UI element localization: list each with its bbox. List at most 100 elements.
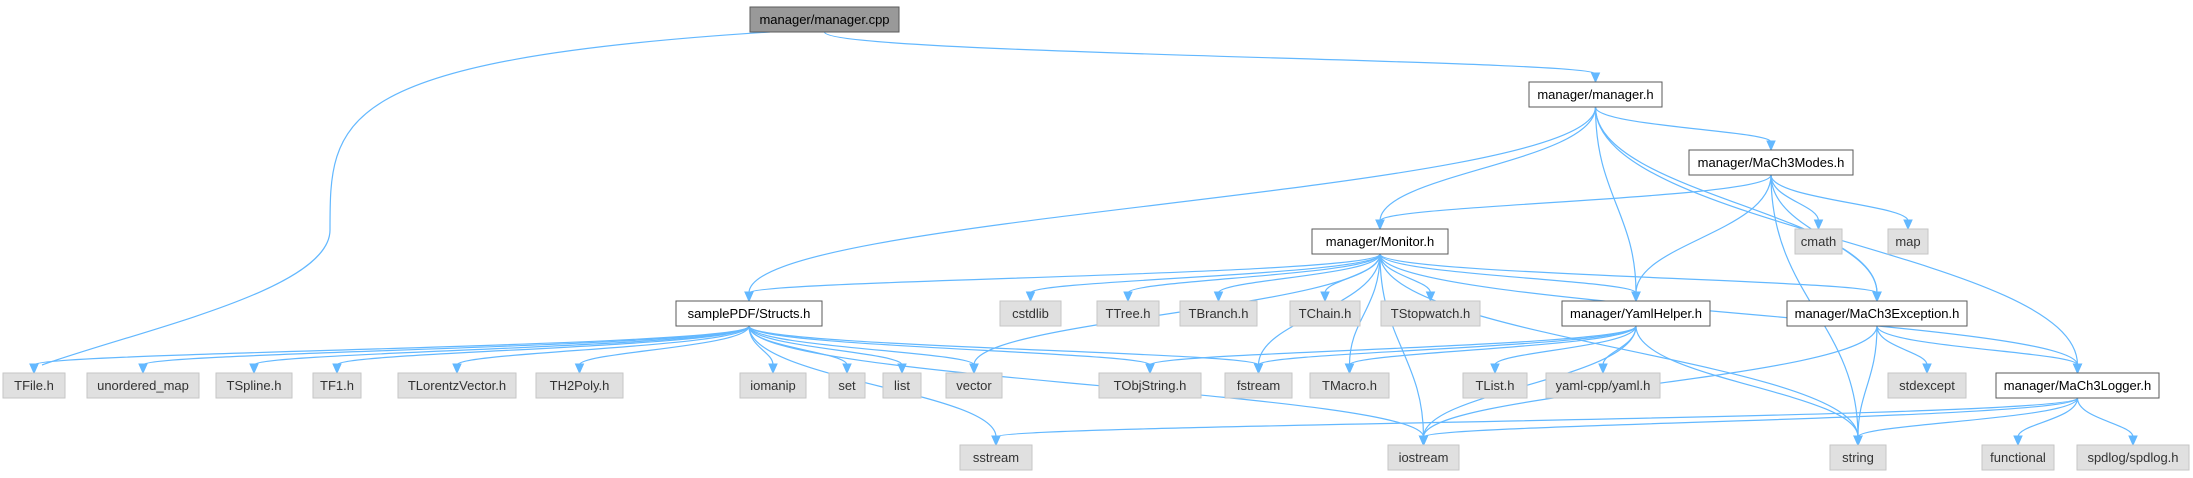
node-label: TChain.h — [1299, 306, 1352, 321]
node-label: TF1.h — [320, 378, 354, 393]
node-label: cstdlib — [1012, 306, 1049, 321]
edge-manager-mach3exception-h-to-stdexcept — [1876, 325, 1932, 375]
node-tchain-h: TChain.h — [1289, 300, 1361, 327]
node-label: stdexcept — [1899, 378, 1955, 393]
edge-manager-mach3logger-h-to-sstream — [991, 397, 2079, 447]
edge-manager-manager-h-to-manager-yamlhelper-h — [1594, 106, 1641, 303]
edge-manager-yamlhelper-h-to-string — [1635, 325, 1863, 447]
edge-samplepdf-structs-h-to-tf1-h — [332, 325, 750, 375]
node-ttree-h: TTree.h — [1096, 300, 1160, 327]
edge-manager-monitor-h-to-tbranch-h — [1213, 253, 1381, 303]
node-stdexcept: stdexcept — [1887, 372, 1967, 399]
edge-manager-monitor-h-to-manager-mach3logger-h — [1379, 253, 2083, 375]
edge-manager-manager-cpp-to-manager-manager-h — [823, 31, 1601, 84]
node-label: functional — [1990, 450, 2046, 465]
node-yaml-cpp-yaml-h: yaml-cpp/yaml.h — [1545, 372, 1661, 399]
node-label: yaml-cpp/yaml.h — [1556, 378, 1651, 393]
node-list: list — [882, 372, 922, 399]
node-sstream: sstream — [959, 444, 1033, 471]
node-label: string — [1842, 450, 1874, 465]
node-tlist-h: TList.h — [1462, 372, 1528, 399]
node-label: manager/Monitor.h — [1326, 234, 1434, 249]
node-label: vector — [956, 378, 992, 393]
node-label: spdlog/spdlog.h — [2087, 450, 2178, 465]
node-manager-manager-cpp[interactable]: manager/manager.cpp — [749, 6, 900, 33]
edge-manager-monitor-h-to-samplepdf-structs-h — [744, 253, 1381, 303]
node-spdlog-spdlog-h: spdlog/spdlog.h — [2076, 444, 2190, 471]
node-manager-mach3logger-h[interactable]: manager/MaCh3Logger.h — [1995, 372, 2160, 399]
node-manager-monitor-h[interactable]: manager/Monitor.h — [1311, 228, 1449, 255]
edge-manager-mach3exception-h-to-manager-mach3logger-h — [1876, 325, 2083, 375]
node-label: TList.h — [1475, 378, 1514, 393]
node-tspline-h: TSpline.h — [215, 372, 293, 399]
node-th2poly-h: TH2Poly.h — [535, 372, 624, 399]
node-label: TObjString.h — [1114, 378, 1187, 393]
node-manager-yamlhelper-h[interactable]: manager/YamlHelper.h — [1561, 300, 1711, 327]
edge-manager-monitor-h-to-tchain-h — [1320, 253, 1381, 303]
node-cmath: cmath — [1794, 228, 1843, 255]
edge-manager-manager-h-to-manager-monitor-h — [1375, 106, 1597, 231]
node-manager-manager-h[interactable]: manager/manager.h — [1528, 81, 1663, 108]
node-manager-mach3exception-h[interactable]: manager/MaCh3Exception.h — [1786, 300, 1968, 327]
node-label: manager/YamlHelper.h — [1570, 306, 1702, 321]
node-label: sstream — [973, 450, 1019, 465]
edge-manager-yamlhelper-h-to-tmacro-h — [1344, 325, 1637, 375]
edge-manager-monitor-h-to-cstdlib — [1025, 253, 1381, 303]
node-label: manager/MaCh3Exception.h — [1795, 306, 1960, 321]
node-label: fstream — [1237, 378, 1280, 393]
node-label: unordered_map — [97, 378, 189, 393]
node-label: iostream — [1399, 450, 1449, 465]
node-label: TMacro.h — [1322, 378, 1377, 393]
edge-manager-yamlhelper-h-to-tlist-h — [1490, 325, 1637, 375]
node-tbranch-h: TBranch.h — [1179, 300, 1258, 327]
node-label: samplePDF/Structs.h — [688, 306, 811, 321]
edge-manager-manager-h-to-manager-mach3modes-h — [1594, 106, 1776, 152]
node-label: manager/manager.cpp — [759, 12, 889, 27]
edge-samplepdf-structs-h-to-tobjstring-h — [748, 325, 1155, 375]
edge-manager-yamlhelper-h-to-tobjstring-h — [1145, 325, 1637, 375]
edge-manager-monitor-h-to-tstopwatch-h — [1379, 253, 1436, 303]
edge-manager-monitor-h-to-manager-mach3exception-h — [1379, 253, 1882, 303]
node-manager-mach3modes-h[interactable]: manager/MaCh3Modes.h — [1688, 149, 1854, 176]
edge-manager-mach3modes-h-to-map — [1770, 174, 1913, 231]
node-label: TTree.h — [1105, 306, 1150, 321]
nodes-layer: manager/manager.cpp manager/manager.h mana… — [2, 6, 2190, 471]
edge-manager-mach3logger-h-to-functional — [2013, 397, 2079, 447]
node-samplepdf-structs-h[interactable]: samplePDF/Structs.h — [675, 300, 823, 327]
node-tf1-h: TF1.h — [312, 372, 362, 399]
node-tstopwatch-h: TStopwatch.h — [1380, 300, 1481, 327]
node-iomanip: iomanip — [739, 372, 807, 399]
edge-manager-manager-h-to-manager-mach3exception-h — [1594, 106, 1882, 303]
node-label: TBranch.h — [1189, 306, 1249, 321]
node-label: manager/MaCh3Modes.h — [1698, 155, 1845, 170]
node-unordered-map: unordered_map — [86, 372, 200, 399]
node-tlorentzvector-h: TLorentzVector.h — [397, 372, 517, 399]
edge-samplepdf-structs-h-to-tlorentzvector-h — [452, 325, 750, 375]
edge-manager-yamlhelper-h-to-fstream — [1253, 325, 1637, 375]
edge-manager-mach3logger-h-to-iostream — [1418, 397, 2079, 447]
node-map: map — [1887, 228, 1929, 255]
node-fstream: fstream — [1224, 372, 1293, 399]
edge-samplepdf-structs-h-to-vector — [748, 325, 979, 375]
node-cstdlib: cstdlib — [999, 300, 1062, 327]
node-tfile-h: TFile.h — [2, 372, 66, 399]
node-label: cmath — [1801, 234, 1836, 249]
node-label: manager/manager.h — [1537, 87, 1653, 102]
edge-samplepdf-structs-h-to-tfile-h — [29, 325, 750, 375]
node-functional: functional — [1981, 444, 2055, 471]
edge-manager-monitor-h-to-ttree-h — [1123, 253, 1381, 303]
edge-samplepdf-structs-h-to-unordered-map — [138, 325, 750, 375]
node-tmacro-h: TMacro.h — [1309, 372, 1390, 399]
node-label: TH2Poly.h — [550, 378, 610, 393]
edge-manager-mach3modes-h-to-cmath — [1770, 174, 1824, 231]
node-label: map — [1895, 234, 1920, 249]
node-tobjstring-h: TObjString.h — [1098, 372, 1202, 399]
node-iostream: iostream — [1387, 444, 1460, 471]
node-label: TStopwatch.h — [1391, 306, 1471, 321]
node-label: manager/MaCh3Logger.h — [2004, 378, 2151, 393]
node-label: list — [894, 378, 910, 393]
edge-samplepdf-structs-h-to-fstream — [748, 325, 1264, 375]
edge-manager-mach3logger-h-to-string — [1853, 397, 2079, 447]
edge-manager-mach3logger-h-to-spdlog-spdlog-h — [2076, 397, 2138, 447]
